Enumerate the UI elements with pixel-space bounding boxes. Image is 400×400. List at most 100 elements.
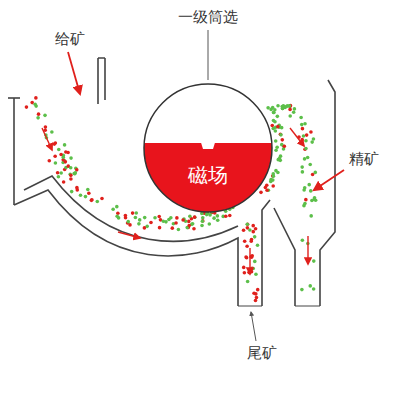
ore-particle bbox=[69, 156, 73, 160]
callout-label: 给矿 bbox=[55, 30, 85, 48]
ore-particle bbox=[126, 220, 130, 224]
ore-particle bbox=[228, 214, 232, 218]
ore-particle bbox=[269, 108, 273, 112]
ore-particle bbox=[274, 129, 278, 133]
ore-particle bbox=[174, 221, 178, 225]
ore-particle bbox=[304, 147, 308, 151]
flow-arrow bbox=[118, 232, 140, 238]
ore-particle bbox=[251, 230, 255, 234]
ore-particle bbox=[251, 267, 255, 271]
ore-particle bbox=[276, 125, 280, 129]
ore-particle bbox=[279, 133, 283, 137]
ore-particle bbox=[200, 224, 204, 228]
ore-particle bbox=[193, 215, 197, 219]
ore-particle bbox=[312, 259, 316, 263]
concentrate-wall bbox=[320, 80, 335, 306]
ore-particle bbox=[301, 170, 305, 174]
ore-particle bbox=[134, 211, 138, 215]
ore-particle bbox=[280, 138, 284, 142]
ore-particle bbox=[243, 239, 247, 243]
ore-particle bbox=[47, 159, 51, 163]
flow-arrows bbox=[42, 52, 344, 274]
ore-particle bbox=[224, 215, 228, 219]
ore-particle bbox=[305, 133, 309, 137]
ore-particle bbox=[303, 147, 307, 151]
ore-particle bbox=[153, 216, 157, 220]
ore-particle bbox=[205, 213, 209, 217]
ore-particle bbox=[265, 188, 269, 192]
ore-particle bbox=[50, 130, 54, 134]
ore-particle bbox=[256, 243, 260, 247]
ore-particle bbox=[62, 180, 66, 184]
ore-particle bbox=[73, 172, 77, 176]
tank-outline bbox=[8, 58, 335, 306]
ore-particle bbox=[283, 144, 287, 148]
callout-label: 尾矿 bbox=[247, 344, 277, 362]
ore-particle bbox=[54, 161, 58, 165]
ore-particle bbox=[64, 150, 68, 154]
ore-particle bbox=[300, 288, 304, 292]
ore-particle bbox=[181, 218, 185, 222]
drum-outline bbox=[144, 84, 272, 212]
ore-particle bbox=[274, 148, 278, 152]
ore-particle bbox=[246, 222, 250, 226]
ore-particle bbox=[137, 222, 141, 226]
feed-arrow bbox=[68, 52, 80, 94]
ore-particle bbox=[128, 223, 132, 227]
ore-particle bbox=[300, 123, 304, 127]
ore-particle bbox=[79, 193, 83, 197]
ore-particle bbox=[254, 292, 258, 296]
ore-particle bbox=[138, 218, 142, 222]
ore-particle bbox=[90, 198, 94, 202]
ore-particle bbox=[312, 287, 316, 291]
ore-particle bbox=[44, 125, 48, 129]
drum-shape bbox=[143, 83, 273, 213]
ore-particle bbox=[100, 197, 104, 201]
ore-particle bbox=[309, 214, 313, 218]
ore-particle bbox=[271, 178, 275, 182]
ore-particle bbox=[309, 189, 313, 193]
ore-particle bbox=[245, 222, 249, 226]
ore-particle bbox=[57, 148, 61, 152]
flow-arrow bbox=[42, 128, 52, 150]
ore-particle bbox=[242, 266, 246, 270]
ore-particle bbox=[312, 137, 316, 141]
ore-particle bbox=[69, 166, 73, 170]
ore-particle bbox=[212, 216, 216, 220]
ore-particle bbox=[36, 116, 40, 120]
hopper-wall bbox=[13, 98, 15, 205]
ore-particle bbox=[251, 224, 255, 228]
ore-particle bbox=[288, 114, 292, 118]
ore-particle bbox=[75, 188, 79, 192]
field-label: 磁场 bbox=[188, 162, 228, 189]
ore-particle bbox=[143, 216, 147, 220]
ore-particle bbox=[254, 299, 258, 303]
ore-particle bbox=[292, 110, 296, 114]
ore-particle bbox=[216, 214, 220, 218]
ore-particle bbox=[69, 177, 73, 181]
ore-particle bbox=[131, 211, 135, 215]
ore-particle bbox=[253, 235, 257, 239]
ore-particle bbox=[187, 220, 191, 224]
ore-particle bbox=[87, 191, 91, 195]
ore-particle bbox=[313, 171, 317, 175]
ore-particle bbox=[256, 288, 260, 292]
ore-particle bbox=[37, 112, 41, 116]
ore-particle bbox=[164, 220, 168, 224]
ore-particle bbox=[158, 226, 162, 230]
ore-particle bbox=[115, 205, 119, 209]
concentrate-funnel-left bbox=[274, 208, 295, 306]
ore-particle bbox=[201, 220, 205, 224]
ore-particle bbox=[187, 224, 191, 228]
ore-particle bbox=[308, 284, 312, 288]
ore-particle bbox=[303, 122, 307, 126]
ore-particle bbox=[246, 226, 250, 230]
ore-particle bbox=[288, 104, 292, 108]
callout-label: 一级筒选 bbox=[178, 8, 238, 26]
ore-particle bbox=[273, 120, 277, 124]
ore-particle bbox=[192, 227, 196, 231]
ore-particle bbox=[216, 218, 220, 222]
ore-particle bbox=[272, 111, 276, 115]
ore-particle bbox=[245, 244, 249, 248]
ore-particle bbox=[288, 108, 292, 112]
